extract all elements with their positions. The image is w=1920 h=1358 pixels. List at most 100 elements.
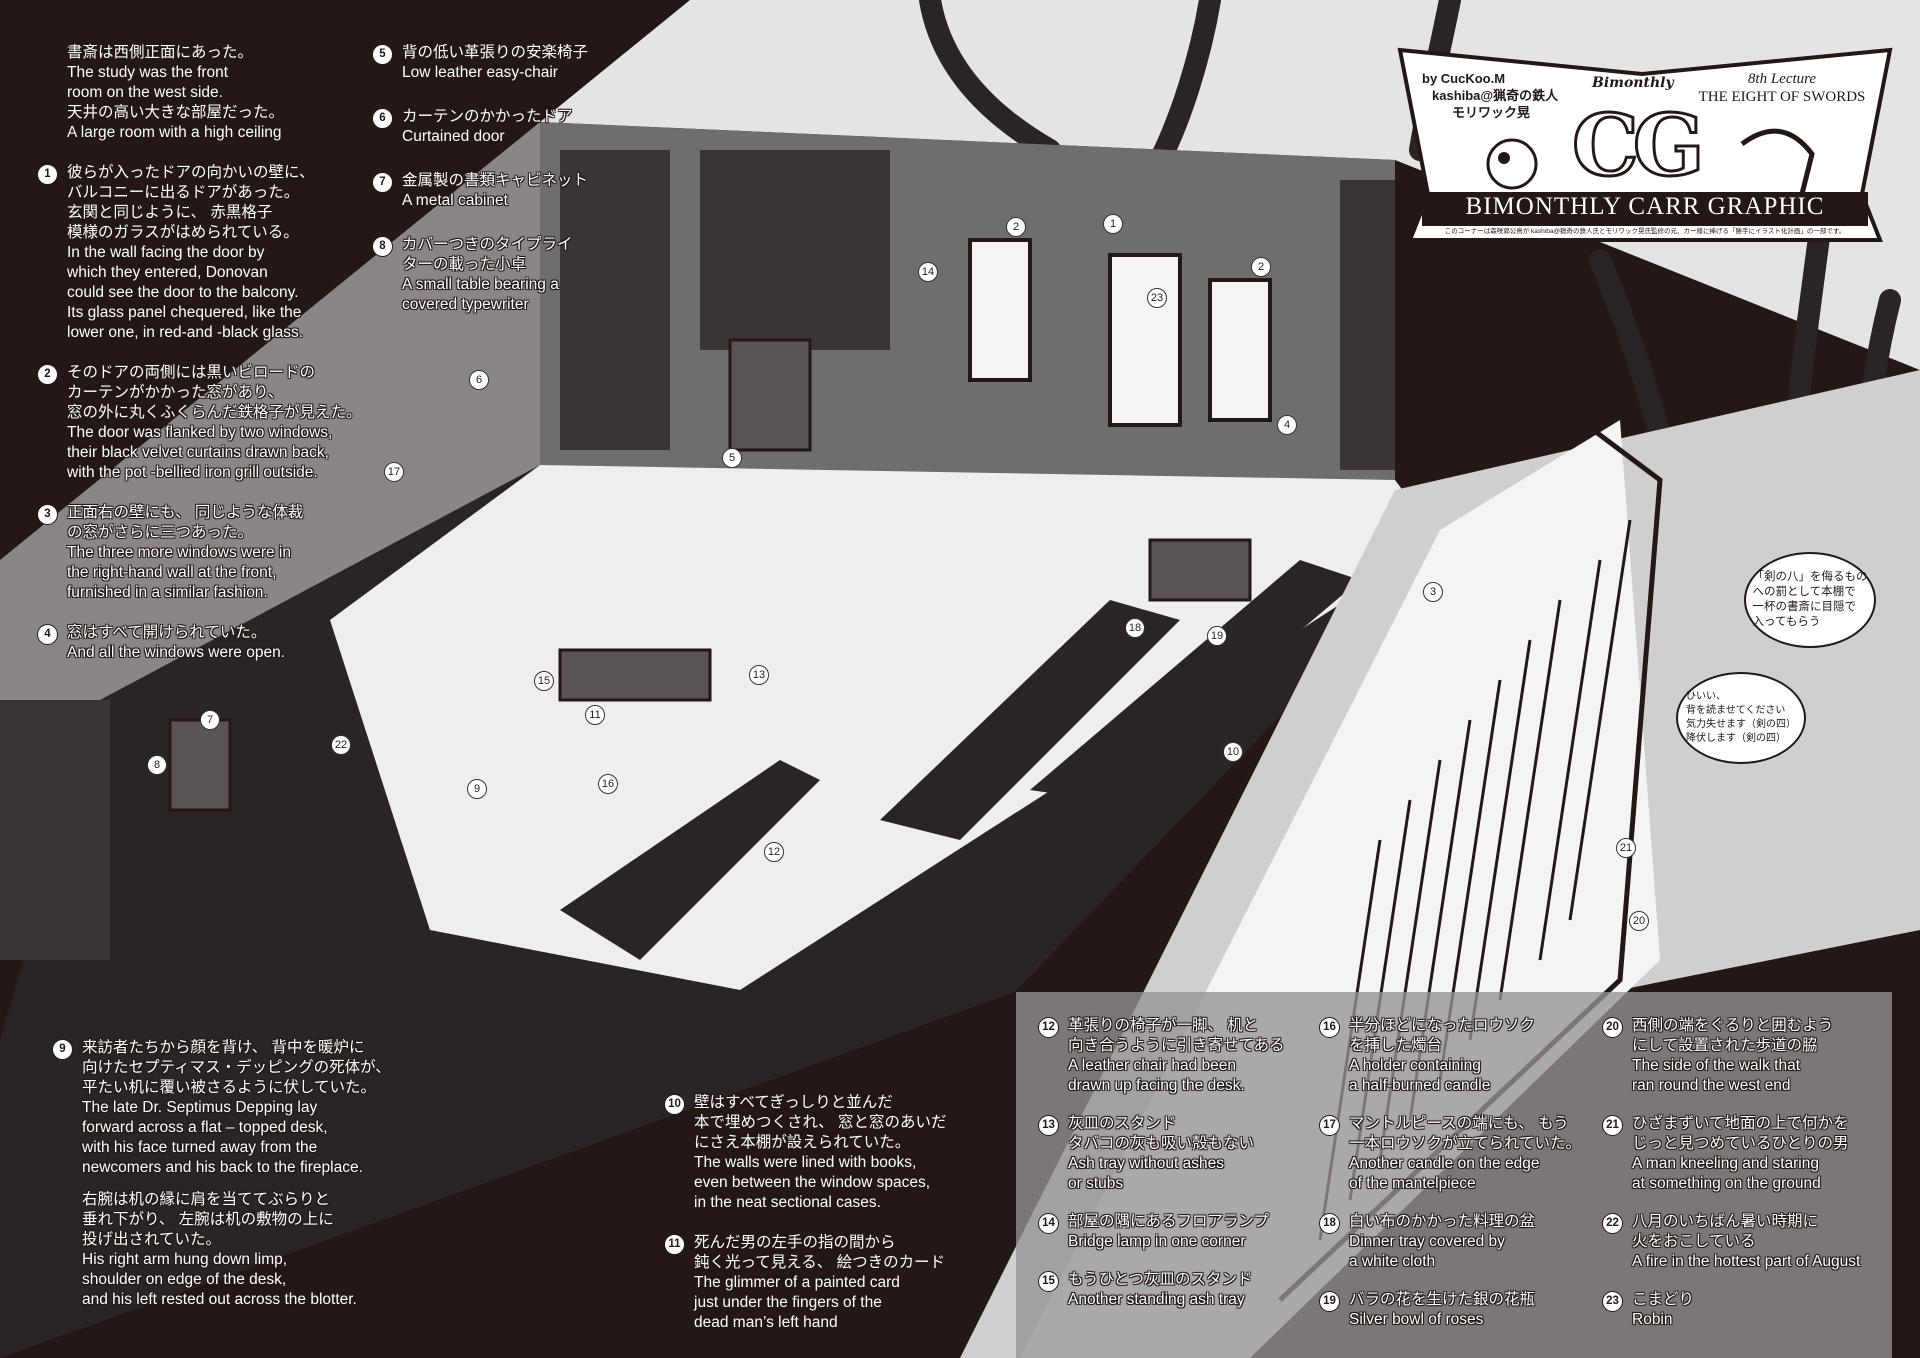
illustration-marker: 14	[918, 262, 938, 282]
illustration-marker: 11	[585, 705, 605, 725]
illustration-marker: 5	[722, 448, 742, 468]
item-line: Dinner tray covered by	[1349, 1233, 1505, 1250]
illustration-marker: 9	[467, 779, 487, 799]
item-line: And all the windows were open.	[67, 644, 285, 661]
item-line: 半分ほどになったロウソク	[1349, 1017, 1536, 1034]
illustration-marker: 21	[1616, 838, 1636, 858]
credits: by CucKoo.M kashiba@猟奇の鉄人 モリワック晃	[1422, 70, 1558, 121]
item-line: In the wall facing the door by	[67, 244, 265, 261]
item-line: ran round the west end	[1632, 1077, 1791, 1094]
item-line: バラの花を生けた銀の花瓶	[1349, 1291, 1536, 1308]
bubble-line: 背を読ませてください	[1686, 705, 1786, 716]
item-line: a white cloth	[1349, 1253, 1436, 1270]
credit-line: by CucKoo.M	[1422, 71, 1506, 86]
item-line: even between the window spaces,	[694, 1174, 931, 1191]
item-line: 彼らが入ったドアの向かいの壁に、	[67, 164, 315, 181]
item-line: newcomers and his back to the fireplace.	[82, 1159, 363, 1176]
item-line: 灰皿のスタンド	[1068, 1115, 1177, 1132]
item-line: dead man’s left hand	[694, 1314, 838, 1331]
illustration-marker: 16	[598, 774, 618, 794]
item-line: Curtained door	[402, 128, 505, 145]
item-number-badge: 19	[1319, 1291, 1340, 1312]
item-number-badge: 16	[1319, 1017, 1340, 1038]
item-line: shoulder on edge of the desk,	[82, 1271, 287, 1288]
item-line: 革張りの椅子が一脚、 机と	[1068, 1017, 1259, 1034]
item-line: じっと見つめているひとりの男	[1632, 1135, 1849, 1152]
item-line: ターの載った小卓	[402, 256, 527, 273]
item-line: 一本ロウソクが立てられていた。	[1349, 1135, 1582, 1152]
item-line: at something on the ground	[1632, 1175, 1821, 1192]
item-line: A metal cabinet	[402, 192, 508, 209]
illustration-marker: 12	[764, 842, 784, 862]
item-number-badge: 23	[1602, 1291, 1623, 1312]
intro-line: 書斎は西側正面にあった。	[67, 44, 254, 61]
item-line: a half-burned candle	[1349, 1077, 1491, 1094]
item-line: にして設置された歩道の脇	[1632, 1037, 1818, 1054]
item-line: covered typewriter	[402, 296, 529, 313]
item-line: furnished in a similar fashion.	[67, 584, 268, 601]
bubble-line: 「剣の八」を侮るもの	[1752, 571, 1868, 583]
item-line: 正面右の壁にも、 同じような体裁	[67, 504, 304, 521]
item-line: カーテンのかかったドア	[402, 108, 573, 125]
item-line: 模様のガラスがはめられている。	[67, 224, 299, 241]
item-line: A holder containing	[1349, 1057, 1481, 1074]
item-line: 垂れ下がり、 左腕は机の敷物の上に	[82, 1211, 334, 1228]
illustration-marker: 19	[1207, 626, 1227, 646]
illustration-marker: 6	[469, 370, 489, 390]
logo-note: このコーナーは森咲郭公鳥が kashiba@猟奇の鉄人氏とモリワック晃氏監修の元…	[1444, 228, 1846, 235]
item-number-badge: 3	[37, 504, 58, 525]
bubble-line: への罰として本棚で	[1752, 586, 1856, 598]
item-line: The walls were lined with books,	[694, 1154, 917, 1171]
item-line: そのドアの両側には黒いビロードの	[67, 364, 316, 381]
lecture-title: 8th Lecture THE EIGHT OF SWORDS	[1692, 70, 1872, 106]
item-line: 玄関と同じように、 赤黒格子	[67, 204, 273, 221]
item-line: The late Dr. Septimus Depping lay	[82, 1099, 318, 1116]
item-line: which they entered, Donovan	[67, 264, 268, 281]
item-line: こまどり	[1632, 1291, 1695, 1308]
intro-line: 天井の高い大きな部屋だった。	[67, 104, 285, 121]
illustration-marker: 8	[147, 755, 167, 775]
bubble-line: 一杯の書斎に目隠で	[1752, 601, 1857, 613]
lecture-name: THE EIGHT OF SWORDS	[1698, 89, 1866, 105]
legend-item: 23 こまどり Robin	[1602, 1290, 1860, 1330]
item-line: drawn up facing the desk.	[1068, 1077, 1245, 1094]
illustration-marker: 7	[200, 710, 220, 730]
bubble-line: 気力失せます（剣の四）	[1686, 719, 1796, 730]
item-line: The side of the walk that	[1632, 1057, 1801, 1074]
illustration-marker: 4	[1277, 415, 1297, 435]
item-line: The glimmer of a painted card	[694, 1274, 900, 1291]
item-line: マントルピースの端にも、 もう	[1349, 1115, 1569, 1132]
item-line: 窓の外に丸くふくらんだ鉄格子が見えた。	[67, 404, 362, 421]
item-line: Another candle on the edge	[1349, 1155, 1540, 1172]
item-line: 平たい机に覆い被さるように伏していた。	[82, 1079, 377, 1096]
bubble-line: 降伏します（剣の四）	[1686, 733, 1786, 744]
logo-banner: BIMONTHLY CARR GRAPHIC	[1422, 192, 1868, 226]
item-number-badge: 13	[1038, 1115, 1059, 1136]
item-number-badge: 5	[372, 44, 393, 65]
item-line: Robin	[1632, 1311, 1673, 1328]
item-line: 火をおこしている	[1632, 1233, 1756, 1250]
lecture-number: 8th Lecture	[1747, 71, 1817, 87]
item-line: 向き合うように引き寄せてある	[1068, 1037, 1285, 1054]
item-number-badge: 9	[52, 1039, 73, 1060]
intro-line: room on the west side.	[67, 84, 223, 101]
item-line: 白い布のかかった料理の盆	[1349, 1213, 1536, 1230]
item-line: A man kneeling and staring	[1632, 1155, 1819, 1172]
item-number-badge: 1	[37, 164, 58, 185]
illustration-marker: 15	[534, 671, 554, 691]
intro-text: 書斎は西側正面にあった。 The study was the front roo…	[37, 43, 362, 683]
item-line: with the pot -bellied iron grill outside…	[67, 464, 318, 481]
item-line: 西側の端をぐるりと囲むよう	[1632, 1017, 1834, 1034]
